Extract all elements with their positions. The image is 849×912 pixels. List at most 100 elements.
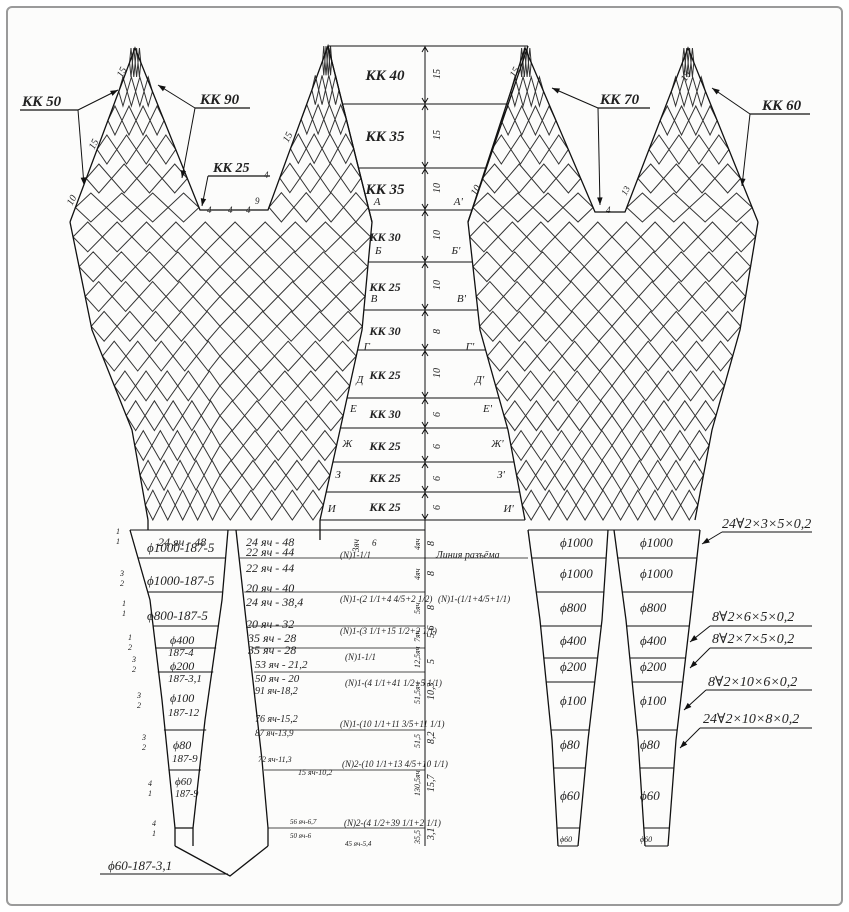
panel-label: КК 30 <box>368 324 400 338</box>
left-wing-outer-edge <box>69 221 149 521</box>
right-wing-tip-mesh <box>687 47 692 78</box>
left-wing-mesh <box>245 370 273 402</box>
ratio-den: 1 <box>152 829 156 838</box>
kk60-leader-head <box>712 88 720 95</box>
left-wing-mesh <box>193 310 221 342</box>
bag-formula: (N)1-(2 1/1+4 4/5+2 1/2) <box>340 594 432 604</box>
left-wing-mesh <box>302 489 324 521</box>
panel-label: КК 25 <box>368 439 400 453</box>
bag-right2-text: ϕ60 <box>640 788 660 803</box>
left-wing-mesh <box>323 370 351 402</box>
right-wing-mesh <box>527 251 558 283</box>
ratio-den: 2 <box>142 743 146 752</box>
bag-cells: 4яч <box>413 568 422 580</box>
left-wing-mesh <box>187 459 205 492</box>
right-wing-tip-mesh <box>648 134 670 165</box>
right-wing-tip-mesh <box>502 192 534 223</box>
right-wing-mesh <box>668 221 699 253</box>
left-wing-tip-mesh <box>317 191 345 223</box>
right-wing-mesh <box>714 310 742 342</box>
left-wing-tip-mesh <box>299 162 321 194</box>
left-wing-mesh <box>106 251 137 283</box>
kk50-label: КК 50 <box>21 94 62 110</box>
bag-left-text: ϕ60 <box>175 776 192 788</box>
bag-formula: (N)1-1/1 <box>345 652 376 662</box>
bag-formula: (N)2-(10 1/1+13 4/5+10 1/1) <box>342 759 448 769</box>
codend-annotations: 24 яч - 48ϕ1000-187-5ϕ1000-187-5ϕ800-187… <box>116 527 673 848</box>
right-wing-mesh <box>582 221 613 253</box>
panel-dim: 15 <box>432 130 443 140</box>
right-wing-tip-mesh <box>518 75 528 108</box>
left-wing-mesh <box>139 459 157 492</box>
bag-mid-text: 91 яч-18,2 <box>255 686 298 697</box>
right-wing-mesh <box>584 280 613 313</box>
bag-dim: 5 <box>426 659 437 664</box>
left-wing-tip-mesh <box>342 191 369 223</box>
dim-small-b: 4 <box>228 205 233 215</box>
kk60-leader <box>741 113 751 187</box>
right-wing-mesh <box>535 459 556 492</box>
right-wing-mesh <box>495 370 520 402</box>
dim-arrow <box>421 391 429 398</box>
right-wing-mesh <box>611 340 637 372</box>
left-wing-tip-mesh <box>318 75 326 105</box>
left-wing-mesh <box>219 251 251 283</box>
letter-right: А' <box>453 196 464 208</box>
right-wing-tip-mesh <box>548 134 569 165</box>
left-wing-mesh <box>172 340 198 372</box>
right-wing-mesh <box>689 429 710 462</box>
right-wing-mesh <box>592 459 613 492</box>
right-wing-tip-mesh <box>659 104 675 137</box>
left-wing-mesh <box>260 489 283 521</box>
left-wing-tip-mesh <box>116 134 138 165</box>
bag-formula: (N)1-1/1 <box>340 550 371 560</box>
left-wing-mesh <box>148 340 174 372</box>
left-wing-mesh <box>195 340 221 372</box>
dim-small-e: 4 <box>264 170 269 180</box>
right-wing-tip-mesh <box>562 192 594 223</box>
right-wing-mesh <box>683 340 710 372</box>
right-wing-mesh <box>645 489 665 522</box>
left-wing-tip-mesh <box>323 103 336 136</box>
bag-mid-text: 50 яч-6 <box>290 832 312 840</box>
panel-dim: 15 <box>432 69 443 79</box>
left-wing-mesh <box>328 340 357 372</box>
left-wing-mesh <box>101 340 127 372</box>
ratio-num: 3 <box>119 569 124 578</box>
left-wing-mesh <box>333 310 364 342</box>
bag-mid-text: 53 яч - 21,2 <box>255 659 308 671</box>
left-wing-mesh <box>268 400 295 432</box>
right-wing-mesh <box>541 370 567 402</box>
right-wing-tip-mesh <box>481 163 508 194</box>
dim-arrow <box>421 350 429 357</box>
left-wing-mesh <box>219 280 250 313</box>
right-wing-tip-mesh <box>500 104 516 137</box>
bag-r2-right <box>667 529 701 847</box>
dim-left-side: 10 <box>65 193 79 207</box>
right-wing-tip-mesh <box>625 192 659 223</box>
left-wing-mesh <box>165 280 194 313</box>
dim-arrow <box>421 455 429 462</box>
left-wing-mesh <box>278 251 310 283</box>
callout-leader-head <box>680 740 688 748</box>
kk25-left-label: КК 25 <box>212 161 250 176</box>
right-wing-mesh <box>500 251 530 283</box>
right-wing-mesh <box>515 459 537 492</box>
bag-cells: 12,5яч <box>413 646 422 668</box>
right-wing-mesh <box>611 310 639 342</box>
bag-right1-text: ϕ400 <box>560 633 587 648</box>
ratio-den: 2 <box>132 665 136 674</box>
right-wing-tip-mesh <box>472 192 504 223</box>
letter-left: А <box>373 196 381 208</box>
left-wing-mesh <box>281 489 304 521</box>
bag-mid-text: 72 яч-11,3 <box>258 755 292 764</box>
ratio-den: 1 <box>148 789 152 798</box>
right-wing-mesh <box>638 280 667 313</box>
bag-cells: 7яч <box>413 630 422 642</box>
right-wing-tip-mesh <box>720 192 753 223</box>
bag-six: 6 <box>372 538 377 548</box>
left-wing-mesh <box>276 310 307 342</box>
left-wing-tip-mesh <box>136 192 169 223</box>
letter-right: Б' <box>451 245 461 257</box>
